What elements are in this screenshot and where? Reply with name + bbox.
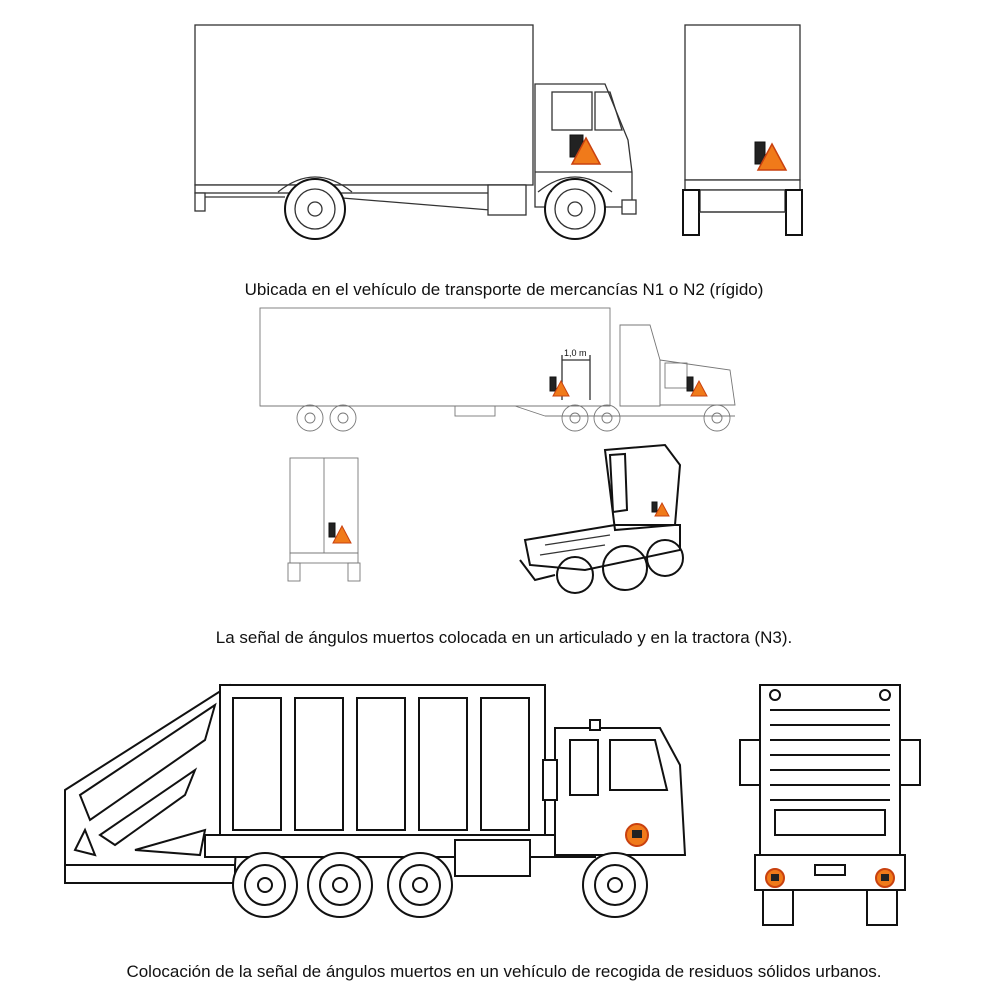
garbage-truck-side-view <box>64 683 687 918</box>
blind-spot-sign-cab <box>569 134 602 165</box>
caption-articulated-truck: La señal de ángulos muertos colocada en … <box>215 628 793 647</box>
blind-spot-sign-tractor <box>686 376 708 397</box>
articulated-truck-rear-view <box>287 457 361 582</box>
blind-spot-sign-tractor-perspective <box>651 501 670 517</box>
blind-spot-sign-garbage-rear-right <box>875 868 895 888</box>
articulated-truck-side-view: 1,0 m <box>259 307 736 432</box>
blind-spot-sign-trailer-rear <box>328 522 352 544</box>
blind-spot-sign-trailer <box>549 376 570 397</box>
garbage-truck-rear-view <box>739 684 921 926</box>
tractor-unit-perspective-view <box>519 443 684 594</box>
blind-spot-sign-garbage-rear-left <box>765 868 785 888</box>
rigid-truck-side-view <box>194 24 637 240</box>
blind-spot-sign-garbage-cab <box>625 823 649 847</box>
blind-spot-sign-rear <box>754 141 788 171</box>
caption-rigid-truck: Ubicada en el vehículo de transporte de … <box>244 280 764 299</box>
dimension-label: 1,0 m <box>564 348 587 358</box>
caption-garbage-truck: Colocación de la señal de ángulos muerto… <box>126 962 882 981</box>
rigid-truck-rear-view <box>682 24 803 236</box>
